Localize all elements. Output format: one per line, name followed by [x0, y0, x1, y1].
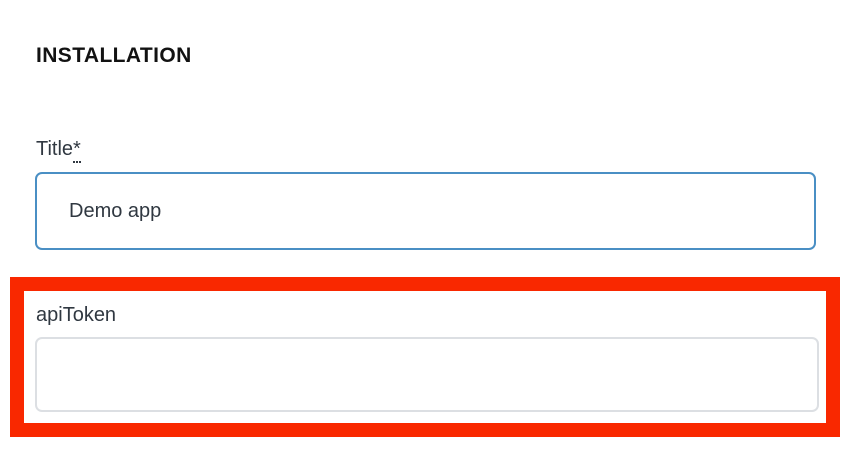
title-input-value: Demo app: [69, 199, 162, 222]
apitoken-input[interactable]: [35, 337, 819, 412]
page-title: INSTALLATION: [36, 44, 192, 67]
title-input[interactable]: Demo app: [35, 172, 816, 250]
title-label-text: Title: [36, 138, 74, 160]
title-field-label: Title*: [36, 138, 81, 163]
apitoken-field-label: apiToken: [36, 304, 117, 326]
required-asterisk: *: [73, 138, 81, 163]
